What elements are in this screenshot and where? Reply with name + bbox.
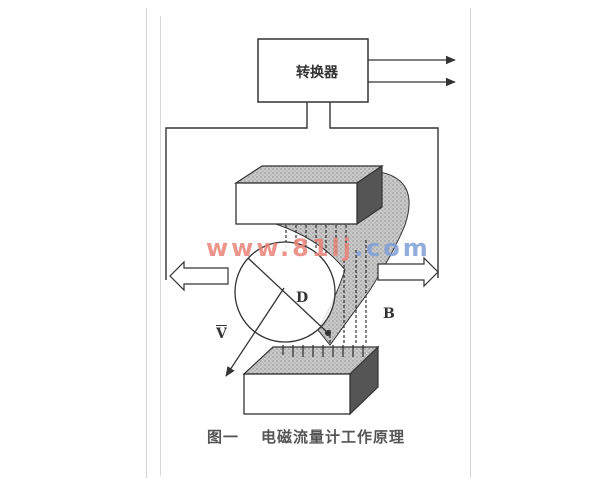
diameter-label: D — [296, 290, 309, 306]
converter-label: 转换器 — [296, 65, 338, 81]
bottom-field-ticks — [282, 345, 364, 357]
left-wire — [165, 102, 308, 280]
caption-figure-number: 图一 — [206, 428, 239, 446]
figure-caption: 图一 电磁流量计工作原理 — [0, 426, 612, 447]
bottom-magnet-front-face — [243, 373, 351, 415]
page-border-inner-left — [160, 16, 161, 476]
velocity-label: V — [216, 326, 227, 342]
page-border-left — [146, 8, 147, 478]
top-magnet-front-face — [235, 182, 358, 225]
right-wire — [329, 102, 439, 278]
field-label: B — [383, 306, 395, 322]
velocity-arrow — [225, 287, 285, 376]
diameter-line — [247, 257, 329, 334]
caption-title: 电磁流量计工作原理 — [261, 428, 406, 446]
page-border-right — [470, 8, 471, 478]
watermark: www.81lj.com — [206, 234, 431, 262]
left-signal-arrow — [169, 260, 229, 292]
converter-box — [257, 38, 369, 103]
right-signal-arrow — [377, 256, 439, 288]
